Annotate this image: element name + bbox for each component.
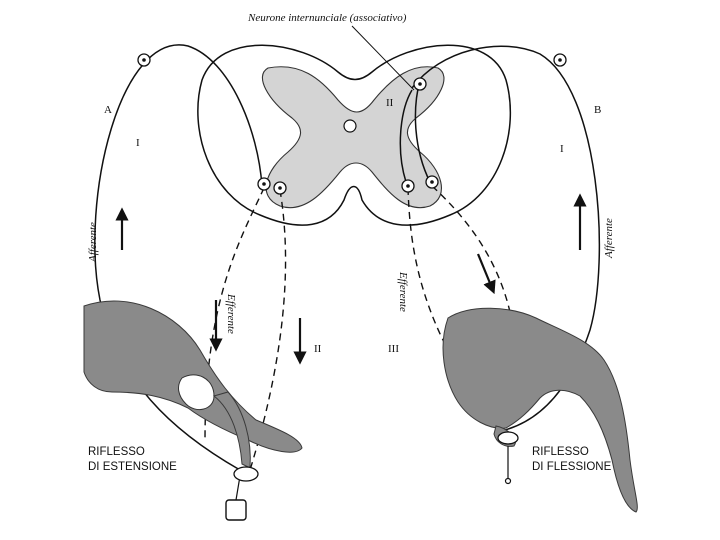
interneuron-number: II <box>386 97 394 109</box>
fiber-number-ii-left: II <box>314 343 322 355</box>
interneuron-leader <box>351 25 415 91</box>
neuron-icon <box>425 175 439 189</box>
thigh-tissue-right <box>442 307 638 513</box>
efferente-label-left: Efferente <box>225 293 237 334</box>
spinal-cord-outline <box>197 44 512 226</box>
fiber-number-iii-right: III <box>388 343 399 355</box>
afferent-fiber-left <box>94 44 263 471</box>
efferent-fiber-left-1 <box>204 187 265 441</box>
grey-matter <box>262 66 445 209</box>
neuron-icon <box>413 77 427 91</box>
neuron-icon <box>401 179 415 193</box>
interneuron-fiber <box>399 89 413 183</box>
caption-flexion-line1: RIFLESSO <box>532 446 589 458</box>
efferent-fiber-left-2 <box>249 189 287 471</box>
side-label-a: A <box>104 104 112 116</box>
caption-extension-line1: RIFLESSO <box>88 446 145 458</box>
interneuron-label: Neurone internunciale (associativo) <box>247 12 407 24</box>
fiber-number-i-left: I <box>136 137 140 149</box>
caption-extension-line2: DI ESTENSIONE <box>88 461 177 473</box>
central-canal <box>343 119 357 133</box>
stimulus-point <box>504 477 512 485</box>
leg-flexion-illustration <box>442 307 638 513</box>
fiber-number-i-right: I <box>560 143 564 155</box>
efferente-label-right: Efferente <box>397 271 409 312</box>
side-label-b: B <box>594 104 601 116</box>
neuron-icon <box>273 181 287 195</box>
skin-receptor-right <box>497 431 519 445</box>
neuron-icon <box>137 53 151 67</box>
neuron-icon <box>257 177 271 191</box>
afferente-label-left: Afferente <box>87 222 99 263</box>
knee-joint-left <box>178 374 215 411</box>
spinal-cord-section <box>197 44 512 226</box>
caption-flexion-line2: DI FLESSIONE <box>532 461 612 473</box>
afferente-label-right: Afferente <box>603 218 615 259</box>
leg-extension-illustration <box>83 300 303 469</box>
arrow-icon <box>476 253 496 295</box>
weight-icon <box>225 499 247 521</box>
tendon-receptor-left <box>233 466 259 482</box>
neuron-icon <box>553 53 567 67</box>
